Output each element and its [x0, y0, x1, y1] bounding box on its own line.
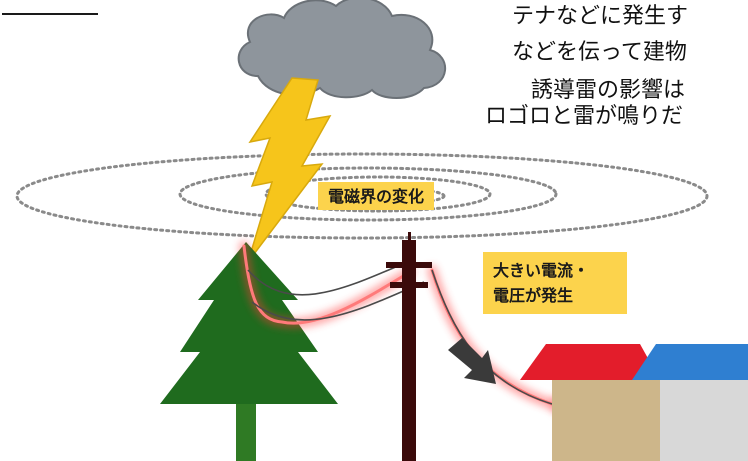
body-text-line-4: ロゴロと雷が鳴りだ — [485, 104, 684, 129]
large-current-label-line-1: 大きい電流・ — [493, 261, 590, 280]
cloud-icon — [237, 0, 447, 99]
large-current-voltage-label: 大きい電流・ 電圧が発生 — [483, 252, 627, 314]
electromagnetic-change-label: 電磁界の変化 — [318, 182, 435, 210]
utility-pole-icon — [386, 232, 432, 461]
electromagnetic-field-rings — [15, 152, 709, 240]
tree-icon — [160, 242, 338, 461]
electromagnetic-change-label-text: 電磁界の変化 — [328, 186, 425, 206]
large-current-label-line-2: 電圧が発生 — [493, 286, 574, 305]
body-text-line-3: 誘導雷の影響は — [531, 78, 686, 103]
body-text-line-1: テナなどに発生す — [512, 4, 689, 29]
body-text-line-2: などを伝って建物 — [512, 40, 687, 65]
arrow-icon — [448, 338, 496, 384]
lightning-bolt-icon — [247, 77, 332, 263]
header-underline — [2, 13, 98, 15]
house-blue-roof-icon — [632, 344, 748, 461]
house-red-roof-icon — [520, 344, 660, 461]
